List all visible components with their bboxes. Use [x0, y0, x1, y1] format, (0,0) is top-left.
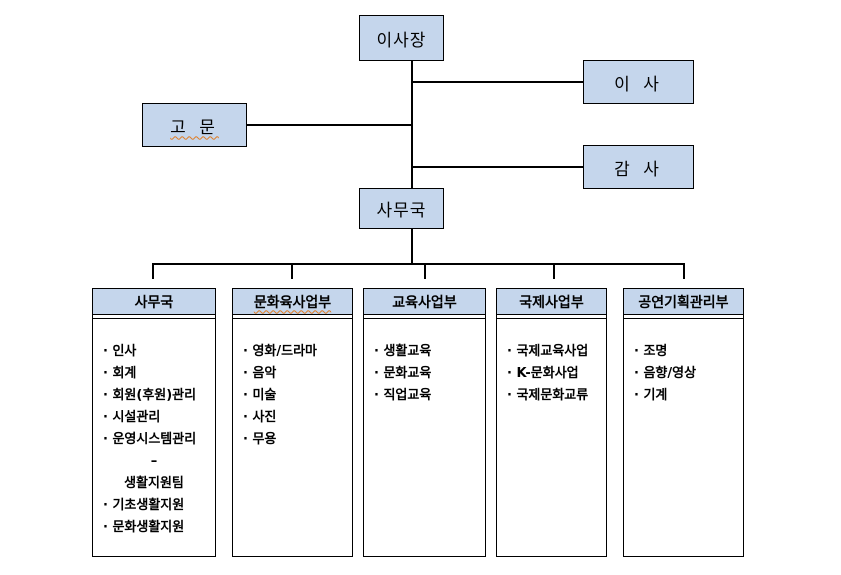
department-item: · 인사 [103, 344, 137, 359]
department-general-affairs: 사무국 · 인사 · 회계 · 회원(후원)관리 · 시설관리 · 운영시스템관리 – 생활… [92, 288, 216, 557]
department-item: 생활지원팀 [124, 476, 184, 491]
department-item: · 조명 [634, 344, 668, 359]
department-header: 공연기획관리부 [624, 289, 743, 315]
department-item: · 운영시스템관리 [103, 432, 197, 447]
secretariat-box: 사무국 [359, 188, 444, 229]
header-divider [624, 315, 743, 319]
department-items: · 조명 · 음향/영상 · 기계 [624, 319, 743, 407]
dept-drop-5 [683, 263, 685, 279]
department-item: · 무용 [243, 432, 277, 447]
department-items: · 생활교육 · 문화교육 · 직업교육 [364, 319, 485, 407]
header-divider [233, 315, 352, 319]
department-item: · 문화생활지원 [103, 520, 185, 535]
chairman-label: 이사장 [376, 30, 427, 51]
department-item: · 생활교육 [374, 344, 432, 359]
department-item: · 국제문화교류 [507, 388, 589, 403]
dept-drop-2 [291, 263, 293, 279]
department-item: · 영화/드라마 [243, 344, 318, 359]
department-item: · 미술 [243, 388, 277, 403]
department-items: · 국제교육사업 · K-문화사업 · 국제문화교류 [497, 319, 606, 407]
dept-drop-1 [152, 263, 154, 279]
department-item: · K-문화사업 [507, 366, 579, 381]
department-title: 국제사업부 [519, 294, 584, 311]
department-item: · 음악 [243, 366, 277, 381]
department-item: · 국제교육사업 [507, 344, 589, 359]
department-header: 국제사업부 [497, 289, 606, 315]
department-title: 사무국 [134, 294, 174, 311]
header-divider [497, 315, 606, 319]
department-items: · 영화/드라마 · 음악 · 미술 · 사진 · 무용 [233, 319, 352, 451]
department-title: 문화육사업부 [253, 294, 332, 311]
chairman-box: 이사장 [359, 15, 444, 61]
department-header: 문화육사업부 [233, 289, 352, 315]
department-title: 공연기획관리부 [638, 294, 729, 311]
dept-drop-4 [553, 263, 555, 279]
department-item: – [150, 454, 158, 469]
directors-label: 이 사 [614, 74, 663, 95]
auditor-label: 감 사 [614, 159, 663, 180]
auditor-box: 감 사 [583, 145, 694, 189]
secretariat-down-connector [411, 228, 413, 263]
dept-drop-3 [424, 263, 426, 279]
department-education: 교육사업부 · 생활교육 · 문화교육 · 직업교육 [363, 288, 486, 557]
directors-connector [411, 81, 583, 83]
department-item: · 시설관리 [103, 410, 161, 425]
department-international: 국제사업부 · 국제교육사업 · K-문화사업 · 국제문화교류 [496, 288, 607, 557]
secretariat-label: 사무국 [376, 201, 427, 221]
department-items: · 인사 · 회계 · 회원(후원)관리 · 시설관리 · 운영시스템관리 – 생활지원팀 ·… [93, 319, 215, 539]
advisor-label: 고 문 [170, 117, 219, 138]
department-item: · 직업교육 [374, 388, 432, 403]
department-title: 교육사업부 [392, 294, 457, 311]
auditor-connector [411, 166, 583, 168]
advisor-connector [246, 124, 412, 126]
department-item: · 기계 [634, 388, 668, 403]
department-performance-planning: 공연기획관리부 · 조명 · 음향/영상 · 기계 [623, 288, 744, 557]
department-item: · 회계 [103, 366, 137, 381]
advisor-box: 고 문 [142, 103, 247, 147]
department-item: · 회원(후원)관리 [103, 388, 197, 403]
department-header: 사무국 [93, 289, 215, 315]
department-item: · 기초생활지원 [103, 498, 185, 513]
department-culture-arts: 문화육사업부 · 영화/드라마 · 음악 · 미술 · 사진 · 무용 [232, 288, 353, 557]
department-item: · 문화교육 [374, 366, 432, 381]
department-bus [152, 263, 684, 265]
department-item: · 사진 [243, 410, 277, 425]
department-item: · 음향/영상 [634, 366, 697, 381]
directors-box: 이 사 [583, 60, 694, 104]
header-divider [364, 315, 485, 319]
header-divider [93, 315, 215, 319]
department-header: 교육사업부 [364, 289, 485, 315]
